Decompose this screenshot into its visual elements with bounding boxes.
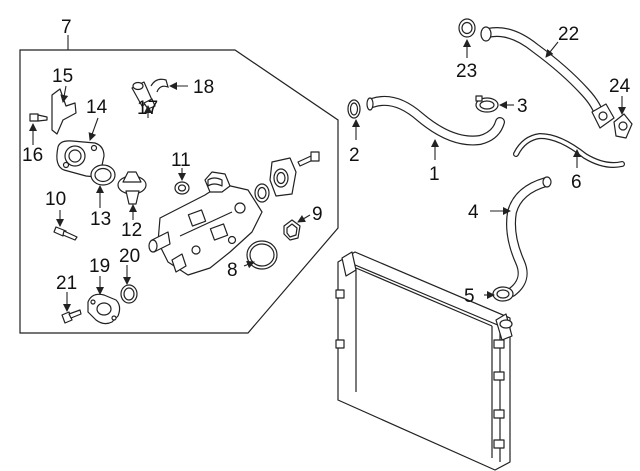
callout-17: 17 [137,98,158,119]
lower-hose-part [506,176,552,297]
water-outlet-part [56,140,105,177]
o-ring-part [254,183,270,203]
o-ring-20-part [120,284,138,304]
callout-11: 11 [171,150,191,171]
radiator-part [335,251,513,471]
callout-2: 2 [349,145,360,166]
callout-12: 12 [121,220,142,241]
callout-14: 14 [86,97,108,118]
callout-4: 4 [468,202,479,223]
callout-labels: 7 15 14 16 17 18 10 13 11 12 9 8 19 20 2… [22,17,631,307]
callout-20: 20 [119,246,140,267]
bolt-16-part [29,113,48,122]
plug-part [174,181,190,195]
callout-24: 24 [609,76,631,97]
o-ring-23-part [458,18,476,38]
callout-19: 19 [89,256,110,277]
leader-lines [29,39,626,312]
bypass-hose-part [513,133,625,168]
coolant-pipe-part [480,26,615,129]
callout-15: 15 [52,66,73,87]
callout-6: 6 [571,172,582,193]
group-outline [19,49,339,334]
housing-body-part [148,171,263,276]
clamp-2-part [347,99,361,119]
callout-5: 5 [464,286,475,307]
bolt-housing-part [297,151,320,167]
thermostat-part [117,171,147,205]
clamp-5-part [492,286,514,302]
callout-9: 9 [312,204,323,225]
callout-7: 7 [61,17,72,38]
o-ring-8-part [246,240,278,270]
bolt-10-part [53,226,78,241]
callout-1: 1 [429,164,440,185]
clamp-3-part [475,95,499,113]
bolt-21-part [61,309,82,324]
callout-23: 23 [456,61,477,82]
gasket-9-part [283,219,301,241]
water-inlet-part [87,293,121,325]
clip-part [150,78,169,93]
callout-22: 22 [558,24,579,45]
temperature-sensor-part [131,81,156,110]
gasket-24-part [613,113,633,139]
callout-8: 8 [227,260,238,281]
thermostat-housing-group [19,35,339,334]
inlet-flange-part [269,157,297,197]
callout-18: 18 [193,77,214,98]
callout-21: 21 [56,273,77,294]
callout-13: 13 [90,209,111,230]
callout-10: 10 [45,189,66,210]
callout-3: 3 [517,96,528,117]
callout-16: 16 [22,145,43,166]
gasket-13-part [90,164,116,186]
upper-hose-part [366,95,505,146]
